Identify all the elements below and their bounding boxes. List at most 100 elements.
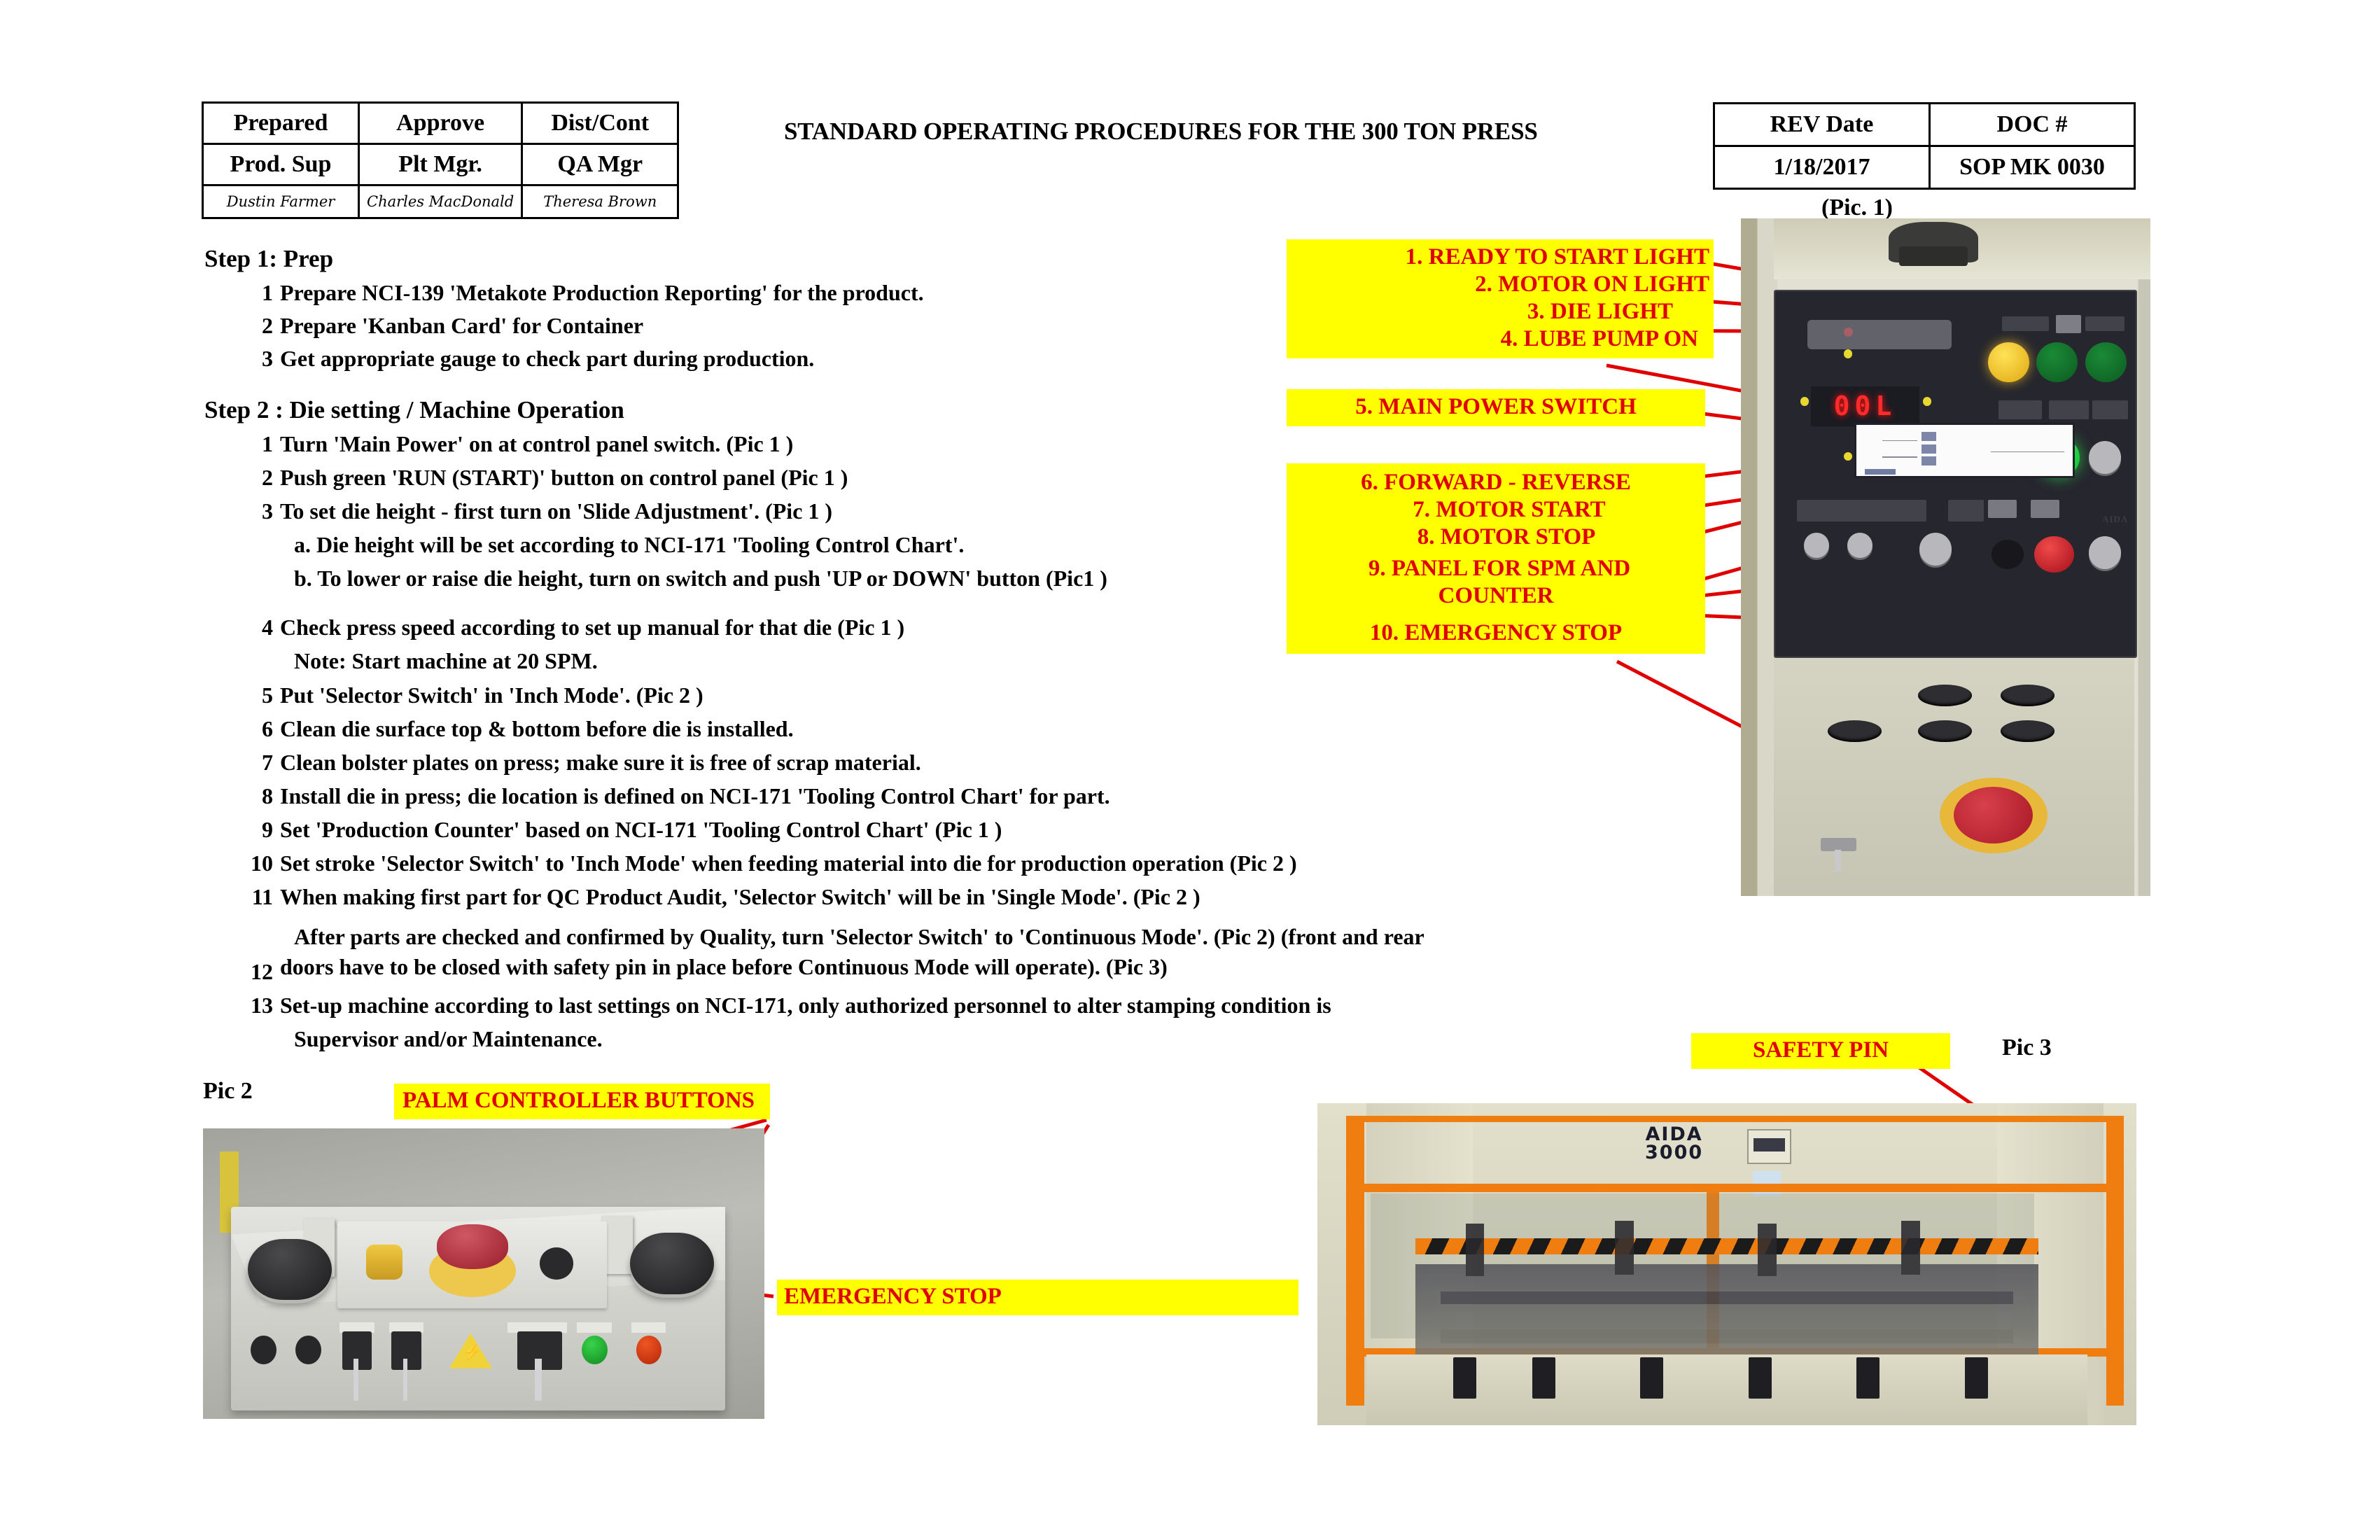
col-header-rev-date: REV Date xyxy=(1713,102,1931,147)
switch-label-3 xyxy=(507,1322,567,1333)
callout-panel-counter: COUNTER xyxy=(1438,582,1554,608)
col-header-approve: Approve xyxy=(357,102,524,145)
indicator-amber-small-4 xyxy=(1843,451,1852,461)
approval-table: Prepared Approve Dist/Cont Prod. Sup Plt… xyxy=(202,102,680,219)
signature-prepared: Dustin Farmer xyxy=(202,184,360,219)
indicator-black-1[interactable] xyxy=(251,1335,276,1364)
emergency-stop-cap-pic1[interactable] xyxy=(1954,787,2033,844)
aida-logo-line1: AIDA xyxy=(1645,1124,1703,1146)
selector-switch-1[interactable] xyxy=(342,1331,372,1401)
callout-ready-to-start-light: 1. READY TO START LIGHT xyxy=(1405,244,1709,270)
step2-item-number-4: 4 xyxy=(262,615,273,640)
switch-label-4 xyxy=(577,1322,612,1333)
pic3-aida-press-photo: AIDA 3000 xyxy=(1317,1103,2136,1425)
black-push-button-center[interactable] xyxy=(540,1247,574,1280)
selector-switch-3[interactable] xyxy=(517,1331,562,1401)
callout-panel-spm: 9. PANEL FOR SPM AND xyxy=(1368,555,1631,581)
signature-approve: Charles MacDonald xyxy=(357,184,524,219)
pic2-label: Pic 2 xyxy=(203,1078,253,1104)
indicator-amber-small-3 xyxy=(1922,397,1932,406)
callout-motor-start: 7. MOTOR START xyxy=(1413,496,1606,522)
estop-red-cap xyxy=(436,1224,509,1270)
panel-label-control-power xyxy=(2092,400,2129,419)
step2-item-text-8: Install die in press; die location is de… xyxy=(280,783,1110,808)
step1-item-number-3: 3 xyxy=(262,346,273,371)
panel-label-inch-single-continuous xyxy=(1796,499,1926,522)
palm-button-left[interactable] xyxy=(248,1238,332,1300)
hmi-block-3 xyxy=(1921,456,1937,466)
lamp-ready-to-start-green xyxy=(2036,342,2078,383)
die-shoe-lower xyxy=(1440,1329,2013,1344)
doc-number-value: SOP MK 0030 xyxy=(1928,145,2136,190)
switch-label-1 xyxy=(340,1322,374,1333)
step2-item-number-1: 1 xyxy=(262,431,273,456)
pic1-control-panel-photo: 00L AIDA xyxy=(1741,218,2150,896)
step2-item-text-3a: a. Die height will be set according to N… xyxy=(294,532,965,557)
signature-dist-cont: Theresa Brown xyxy=(521,184,680,219)
push-button-3[interactable] xyxy=(1828,720,1882,742)
step2-item-text-2: Push green 'RUN (START)' button on contr… xyxy=(280,465,848,490)
die-clamp-6 xyxy=(1964,1357,1988,1399)
step1-item-text-3: Get appropriate gauge to check part duri… xyxy=(280,346,815,371)
push-button-2[interactable] xyxy=(2001,685,2055,706)
hmi-ladder-line-3 xyxy=(1990,451,2064,453)
hmi-touchscreen-spm-counter[interactable] xyxy=(1854,422,2075,478)
step1-heading: Step 1: Prep xyxy=(204,245,334,272)
die-shoe-upper xyxy=(1440,1291,2013,1304)
green-indicator-light[interactable] xyxy=(582,1335,608,1364)
panel-toggle-switch-top xyxy=(2056,314,2082,333)
emergency-stop-button-pic2[interactable] xyxy=(428,1224,517,1297)
step2-item-text-6: Clean die surface top & bottom before di… xyxy=(280,716,794,741)
step2-item-text-12-line2: doors have to be closed with safety pin … xyxy=(280,954,1168,979)
die-post-4 xyxy=(1900,1221,1920,1275)
step2-item-number-5: 5 xyxy=(262,682,273,708)
hmi-ladder-line-1 xyxy=(1882,440,1917,442)
callout-group-lights: 1. READY TO START LIGHT 2. MOTOR ON LIGH… xyxy=(1287,239,1714,358)
step2-note-spm: Note: Start machine at 20 SPM. xyxy=(294,648,598,673)
step2-item-number-3: 3 xyxy=(262,498,273,524)
guard-frame-top-rail xyxy=(1345,1184,2124,1192)
panel-label-run-start xyxy=(2085,316,2125,332)
callout-emergency-stop-pic2: EMERGENCY STOP xyxy=(777,1280,1298,1315)
die-post-2 xyxy=(1614,1221,1634,1275)
yellow-reset-button[interactable] xyxy=(365,1245,402,1280)
stroke-counter-box xyxy=(1747,1128,1791,1164)
callout-main-power-switch: 5. MAIN POWER SWITCH xyxy=(1287,389,1705,426)
lamp-motor-on-green xyxy=(2085,342,2127,383)
selector-switch-mode-right xyxy=(1847,532,1872,559)
pic1-caption: (Pic. 1) xyxy=(1821,195,1893,220)
step2-item-text-12-line1: After parts are checked and confirmed by… xyxy=(294,924,1424,949)
callout-palm-controller-buttons: PALM CONTROLLER BUTTONS xyxy=(394,1084,770,1119)
step1-item-text-2: Prepare 'Kanban Card' for Container xyxy=(280,313,644,338)
pic3-label: Pic 3 xyxy=(2002,1035,2052,1060)
callout-motor-stop: 8. MOTOR STOP xyxy=(1417,524,1596,550)
table-row-values: 1/18/2017 SOP MK 0030 xyxy=(1713,145,2136,190)
push-button-5[interactable] xyxy=(2001,720,2055,742)
step2-item-text-13-line1: Set-up machine according to last setting… xyxy=(280,993,1331,1018)
table-row-signatures: Dustin Farmer Charles MacDonald Theresa … xyxy=(202,184,680,219)
panel-label-forward-reverse xyxy=(1947,499,1984,522)
selector-switch-2[interactable] xyxy=(391,1331,421,1401)
step2-item-number-10: 10 xyxy=(251,850,273,876)
slide-adjustment-bezel xyxy=(1807,320,1952,350)
push-button-4[interactable] xyxy=(1917,720,1972,742)
indicator-black-2[interactable] xyxy=(295,1335,321,1364)
lamp-die-light-yellow xyxy=(1987,342,2029,383)
control-power-selector-knob xyxy=(2088,440,2121,474)
red-indicator-light[interactable] xyxy=(636,1335,662,1364)
hmi-block-1 xyxy=(1921,432,1937,442)
die-assembly xyxy=(1415,1221,2038,1354)
step2-item-number-9: 9 xyxy=(262,817,273,842)
step2-item-text-3: To set die height - first turn on 'Slide… xyxy=(280,498,833,524)
lower-control-panel xyxy=(1773,659,2134,896)
push-button-1[interactable] xyxy=(1917,685,1972,706)
palm-button-right[interactable] xyxy=(629,1233,714,1294)
step1-item-number-2: 2 xyxy=(262,313,273,338)
document-control-table: REV Date DOC # 1/18/2017 SOP MK 0030 xyxy=(1713,102,2136,190)
hmi-ladder-line-2 xyxy=(1882,456,1917,458)
forward-reverse-keyswitch xyxy=(1919,532,1952,566)
step2-heading: Step 2 : Die setting / Machine Operation xyxy=(204,396,624,424)
guard-frame-top-edge xyxy=(1345,1116,2124,1122)
panel-label-lube-pump xyxy=(2049,400,2089,419)
mode-keyswitch[interactable] xyxy=(1820,837,1857,872)
